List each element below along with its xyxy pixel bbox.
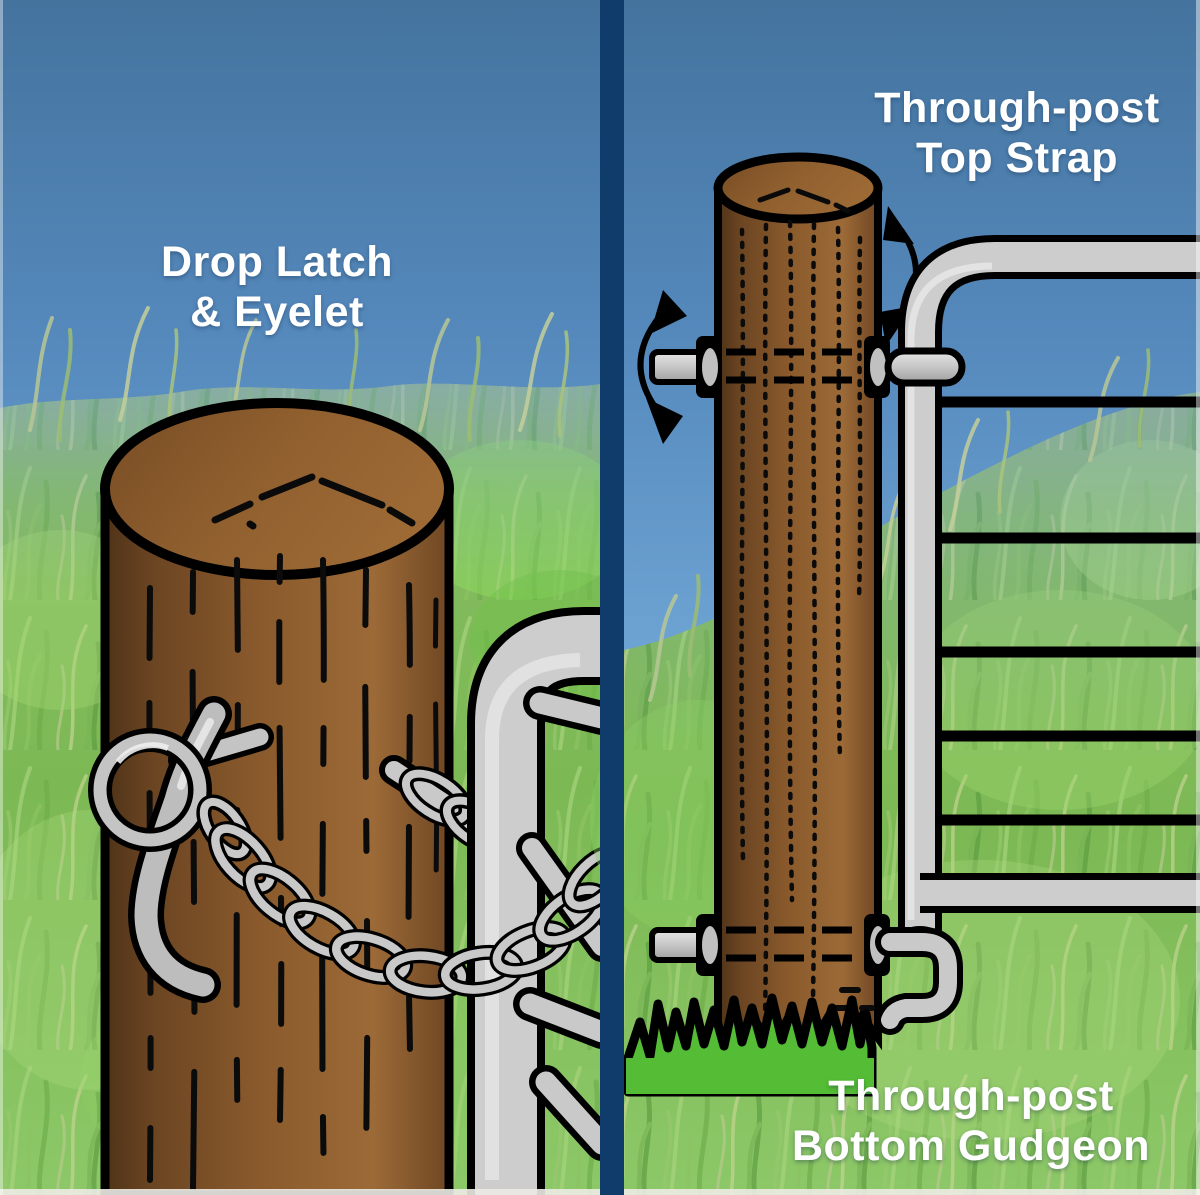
grass-tuft bbox=[623, 993, 877, 1097]
bolt-end bbox=[649, 349, 705, 385]
gate-rails-right bbox=[938, 396, 1200, 826]
grass-blades-left bbox=[28, 306, 570, 442]
top-strap-bar bbox=[884, 347, 966, 387]
label-line: Through-post bbox=[874, 84, 1160, 132]
bolt-nut bbox=[698, 344, 722, 390]
drop-latch bbox=[88, 696, 274, 1003]
label-line: Drop Latch bbox=[161, 238, 393, 286]
right-edge-strip bbox=[1196, 0, 1200, 1195]
wood-post-right bbox=[713, 152, 883, 1061]
bolt-end bbox=[649, 927, 705, 963]
bolt-dashes-bottom bbox=[726, 926, 866, 962]
label-line: Bottom Gudgeon bbox=[791, 1121, 1151, 1170]
post-bottom-dashes bbox=[833, 987, 875, 1011]
gate-right bbox=[898, 235, 1200, 942]
label-top-strap: Through-post Top Strap bbox=[815, 84, 1200, 184]
post-top-cracks bbox=[211, 473, 416, 530]
label-bottom-gudgeon: Through-post Bottom Gudgeon bbox=[718, 1072, 1200, 1172]
label-drop-latch: Drop Latch & Eyelet bbox=[70, 238, 484, 338]
post-grain-right bbox=[739, 219, 863, 1023]
label-line: & Eyelet bbox=[190, 287, 364, 336]
swing-arrow-left-icon bbox=[637, 290, 687, 444]
gate-upright-left bbox=[467, 607, 602, 1195]
post-top-cracks-right bbox=[757, 187, 851, 214]
chain bbox=[196, 794, 631, 1000]
panel-through-post bbox=[590, 0, 1200, 1195]
bolt-dashes-top bbox=[726, 348, 866, 384]
through-post-top-strap bbox=[649, 336, 890, 398]
label-line: Through-post bbox=[828, 1072, 1114, 1120]
left-edge-strip bbox=[0, 0, 3, 1195]
bolt-nut bbox=[698, 922, 722, 968]
panel-divider bbox=[600, 0, 624, 1195]
label-line: Top Strap bbox=[916, 133, 1118, 182]
panel-drop-latch bbox=[0, 0, 650, 1195]
through-post-bottom-gudgeon bbox=[649, 914, 963, 1035]
wood-post-left bbox=[100, 398, 454, 1195]
